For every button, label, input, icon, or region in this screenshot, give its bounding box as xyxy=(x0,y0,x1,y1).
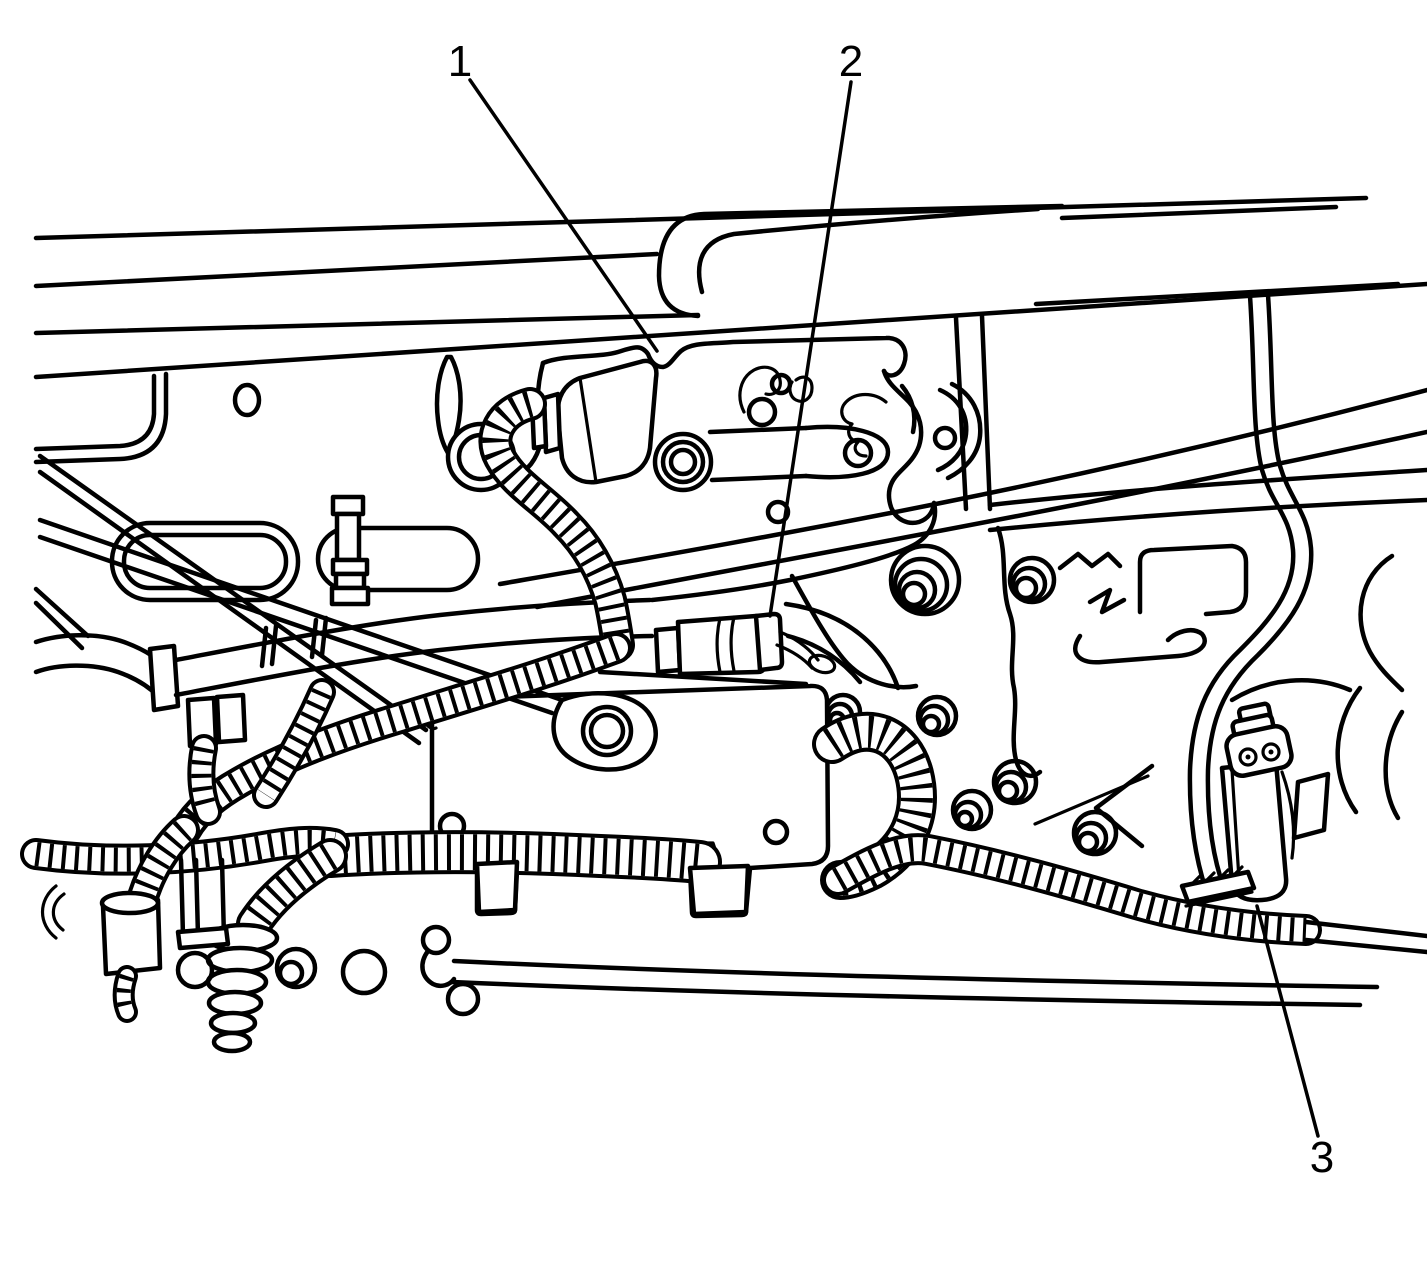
cone-harness xyxy=(478,387,635,662)
engine-mount-cone xyxy=(529,358,659,485)
crossing-tubes xyxy=(497,387,1427,610)
solenoid-foot-bracket xyxy=(1179,869,1257,905)
connector-pin xyxy=(1261,742,1281,762)
callout-2-label: 2 xyxy=(839,37,863,86)
callout-3-label: 3 xyxy=(1310,1133,1334,1182)
leader-line-1 xyxy=(468,78,659,353)
main-harness xyxy=(812,711,1427,955)
leader-line-3 xyxy=(1255,904,1320,1138)
inline-connector xyxy=(214,692,248,745)
frame-rails xyxy=(33,195,1427,380)
transmission-case xyxy=(789,525,1405,849)
module-conduit xyxy=(308,830,751,917)
stud xyxy=(950,788,994,832)
component-2-sensor xyxy=(653,611,837,677)
sleeve-and-cable xyxy=(99,890,163,1023)
stud xyxy=(915,694,959,738)
stud xyxy=(1071,809,1119,857)
connector-pin xyxy=(1238,747,1258,767)
stud xyxy=(888,543,962,617)
fuel-pipe xyxy=(33,586,901,713)
hanger-straps xyxy=(953,292,1314,893)
callouts: 1 2 3 xyxy=(448,37,1334,1182)
hook-bracket xyxy=(420,924,452,956)
wire-ring-terminal xyxy=(807,653,837,675)
harness-tangle xyxy=(20,632,632,942)
component-3-solenoid xyxy=(1179,701,1331,908)
component-1-bracket xyxy=(445,335,983,603)
module-tab xyxy=(687,863,751,917)
leader-line-2 xyxy=(768,80,853,618)
mount-plate xyxy=(1291,771,1331,841)
pointer-bracket xyxy=(1093,763,1155,849)
frame-rail-cutout xyxy=(656,203,1065,319)
frame-hole xyxy=(232,382,262,418)
bottom-hardware xyxy=(41,857,1380,1017)
body-mount-stack xyxy=(329,494,371,607)
mount-bolt-bar xyxy=(652,424,891,493)
callout-1-label: 1 xyxy=(448,37,472,86)
module-tab xyxy=(474,859,520,915)
stud xyxy=(991,758,1039,806)
hose-clamp xyxy=(147,643,181,713)
stud xyxy=(1007,555,1057,605)
